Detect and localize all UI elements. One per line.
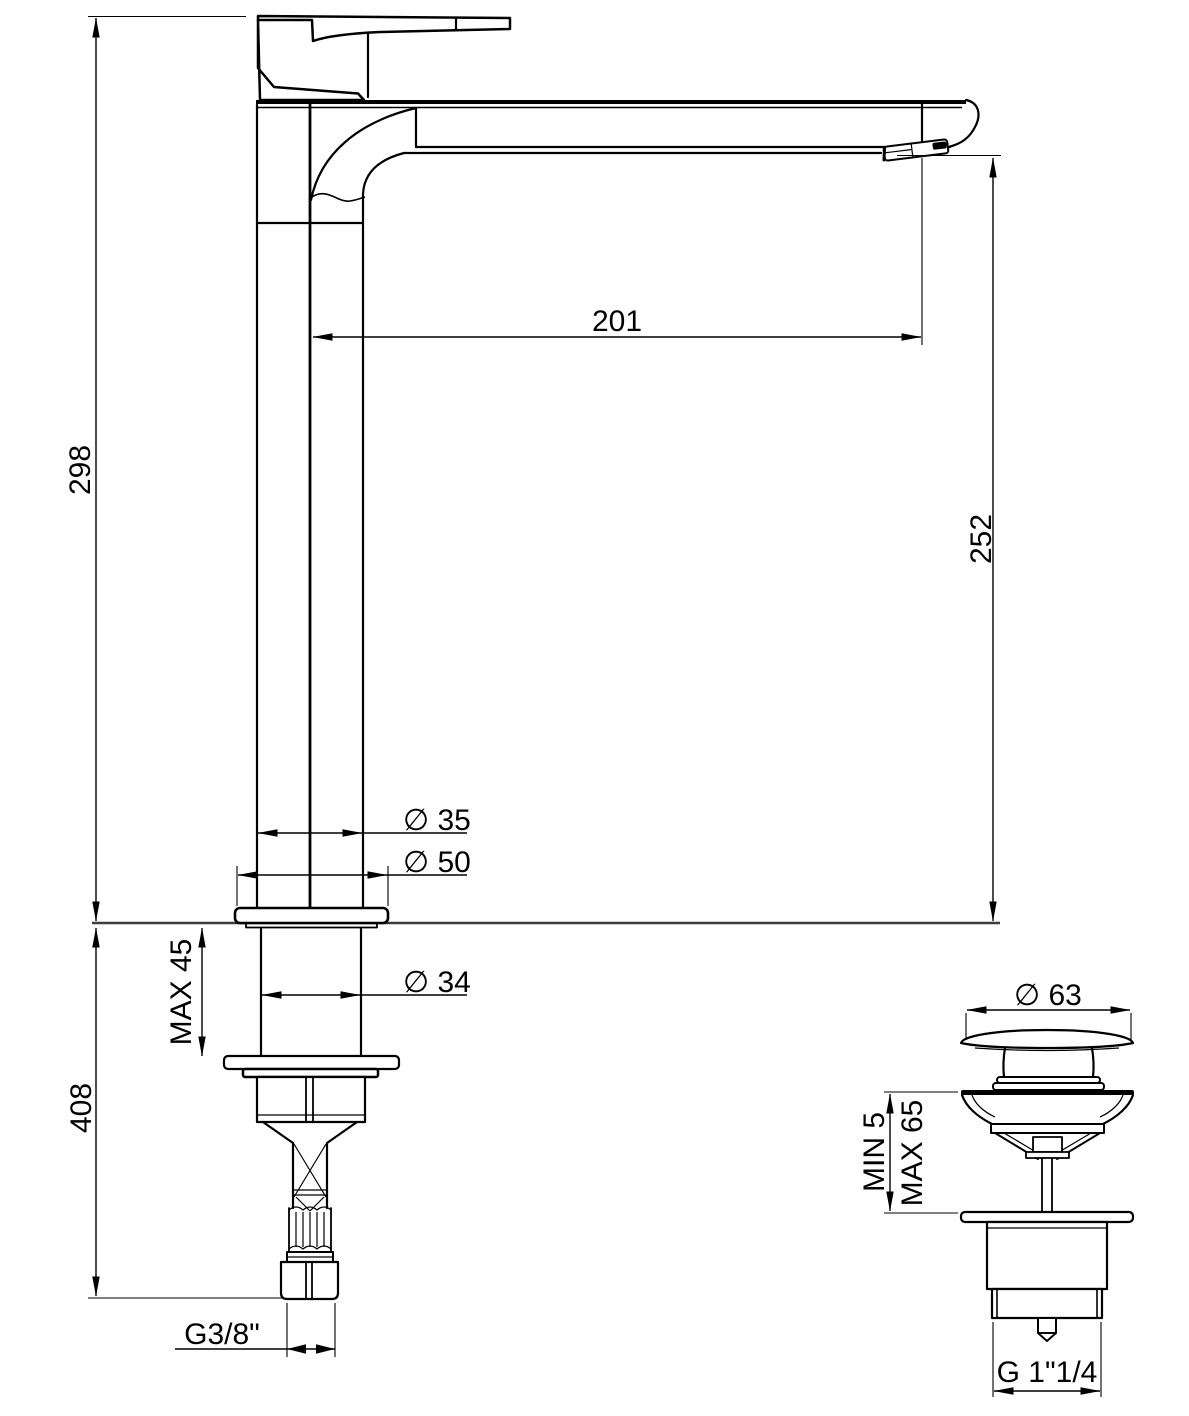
dim-shank-diameter: ∅ 34 — [261, 966, 471, 999]
dim-waste-clamp-range: MIN 5 MAX 65 — [858, 1091, 958, 1214]
faucet-handle — [256, 14, 512, 102]
dim-label-deck-max-thickness: MAX 45 — [165, 939, 198, 1046]
dim-label-supply-thread: G3/8" — [184, 1318, 260, 1351]
waste-plug-cap — [959, 1028, 1135, 1091]
dim-label-below-deck-depth: 408 — [65, 1083, 98, 1133]
dim-spout-reach: 201 — [312, 158, 923, 345]
dim-label-waste-cap-diameter: ∅ 63 — [1014, 979, 1082, 1012]
mounting-shank — [259, 926, 363, 1058]
dim-deck-max-thickness: MAX 45 — [165, 927, 206, 1057]
dim-total-height: 298 — [64, 15, 246, 922]
dim-label-spout-height: 252 — [965, 514, 998, 564]
dim-waste-cap-diameter: ∅ 63 — [965, 979, 1132, 1040]
dim-base-diameter: ∅ 50 — [236, 846, 471, 906]
dim-label-body-diameter: ∅ 35 — [403, 804, 471, 837]
aerator — [882, 138, 950, 162]
dim-label-base-diameter: ∅ 50 — [403, 846, 471, 879]
hose-connector-nut — [279, 1251, 340, 1301]
dim-waste-thread: G 1"1/4 — [992, 1322, 1102, 1397]
dim-label-spout-reach: 201 — [592, 305, 642, 338]
base-flange — [233, 906, 390, 929]
dim-label-total-height: 298 — [64, 445, 97, 495]
dim-label-waste-max: MAX 65 — [896, 1100, 929, 1207]
dim-label-waste-thread: G 1"1/4 — [997, 1356, 1098, 1389]
dim-label-shank-diameter: ∅ 34 — [403, 966, 471, 999]
faucet-spout — [256, 98, 980, 202]
dim-label-waste-min: MIN 5 — [858, 1112, 891, 1192]
faucet-column — [255, 103, 365, 909]
supply-hose — [288, 1141, 332, 1253]
waste-plug-body — [959, 1090, 1135, 1342]
dim-below-deck-depth: 408 — [65, 927, 283, 1299]
mounting-nut — [222, 1054, 401, 1145]
dim-body-diameter: ∅ 35 — [257, 804, 471, 837]
dim-spout-height: 252 — [897, 154, 1001, 922]
dim-supply-thread: G3/8" — [175, 1303, 336, 1357]
